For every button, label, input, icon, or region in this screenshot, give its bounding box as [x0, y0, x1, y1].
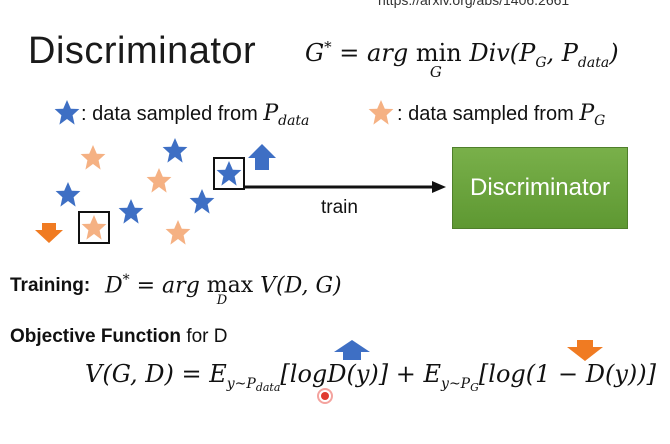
real-star-icon — [55, 182, 81, 207]
legend-fake-text: : data sampled from — [397, 103, 574, 125]
fake-star-icon — [146, 168, 172, 193]
legend-real: : data sampled from Pdata — [81, 101, 309, 129]
legend-real-dist: P — [263, 101, 279, 126]
up-arrow-icon — [334, 340, 370, 360]
legend-real-text: : data sampled from — [81, 103, 258, 125]
training-label: Training: — [10, 275, 91, 296]
real-star-icon — [162, 138, 188, 163]
legend-fake-dist-sub: G — [594, 113, 606, 129]
real-star-icon — [189, 189, 215, 214]
fake-star-icon — [80, 145, 106, 170]
objective-label: Objective Function for D — [10, 326, 228, 348]
fake-star-icon — [165, 220, 191, 245]
objective-label-bold: Objective Function — [10, 326, 182, 347]
selected-fake-box — [78, 211, 110, 244]
slide-title: Discriminator — [28, 30, 257, 72]
objective-formula: V(G, D) = Ey~Pdata[logD(y)] + Ey~PG[log(… — [85, 360, 657, 394]
real-star-icon — [216, 161, 242, 186]
objective-label-rest: for D — [186, 326, 228, 347]
legend-fake-dist: P — [579, 101, 595, 126]
discriminator-box: Discriminator — [452, 147, 628, 229]
pointer-halo — [317, 388, 333, 404]
down-arrow-icon — [35, 223, 63, 243]
legend-real-star-icon — [54, 100, 80, 125]
train-label: train — [321, 197, 358, 218]
legend-fake-star-icon — [368, 100, 394, 125]
legend-fake: : data sampled from PG — [397, 101, 605, 129]
selected-real-box — [213, 157, 245, 190]
down-arrow-icon — [567, 340, 603, 361]
pointer-dot — [321, 392, 329, 400]
real-star-icon — [118, 199, 144, 224]
fake-star-icon — [81, 215, 107, 240]
train-arrow-head — [432, 181, 446, 193]
up-arrow-icon — [248, 144, 276, 170]
legend-real-dist-sub: data — [278, 113, 310, 129]
source-url: https://arxiv.org/abs/1406.2661 — [378, 0, 570, 8]
